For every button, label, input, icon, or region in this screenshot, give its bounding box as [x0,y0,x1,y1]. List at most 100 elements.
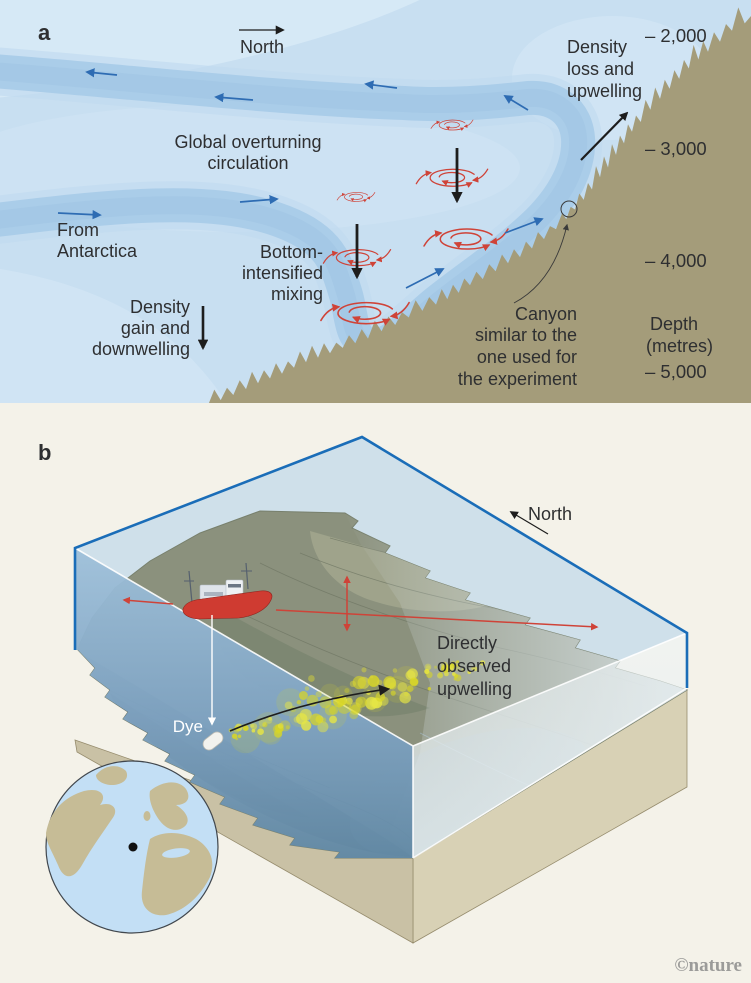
dye-dot [337,700,352,714]
dye-dot [344,688,350,694]
dye-dot [425,665,431,670]
dye-dot [315,691,322,698]
svg-text:Antarctica: Antarctica [57,241,138,261]
depth-axis-title: Depth [650,314,698,334]
dye-dot [424,663,432,671]
panel-b-figure: b North Directly observed upwelling Dye … [0,403,751,983]
globe-north-america [46,789,116,877]
circulation-ribbon [0,47,603,370]
continental-slope [208,7,751,403]
svg-text:From: From [57,220,99,240]
survey-transect-line [275,609,599,631]
dye-dot [397,682,408,692]
svg-text:Density: Density [130,297,190,317]
dye-dot [406,685,414,693]
dye-dot [449,661,458,669]
svg-text:Density: Density [567,37,627,57]
depth-axis-title: (metres) [646,336,713,356]
depth-tick: – 3,000 [645,138,707,159]
dye-dot [427,686,432,691]
density-loss-label: Density loss and upwelling [567,37,642,101]
north-label: North [240,37,284,57]
upwelling-arrow-icon [580,111,629,161]
panel-a-figure: a North Global overturning circulation F… [0,0,751,403]
svg-text:one used for: one used for [477,347,577,367]
dye-dot [392,668,398,673]
svg-text:Bottom-: Bottom- [260,242,323,262]
svg-text:similar to the: similar to the [475,325,577,345]
dye-dot [467,670,471,674]
dye-dot [262,721,268,728]
svg-text:Canyon: Canyon [515,304,577,324]
dye-dot [310,713,322,726]
dye-dot [237,734,242,739]
flow-arrow-icon [504,217,544,234]
dye-dot [329,705,339,715]
globe-greenland [96,766,128,785]
light-water-band-bottom [0,268,227,403]
dye-label: Dye [173,717,203,736]
dye-dot [352,675,366,690]
dye-dot [470,667,473,670]
dye-dot [424,668,430,675]
dye-dot [329,715,338,724]
panel-b-label: b [38,440,51,465]
upwelling-path-arrow [229,684,391,732]
flow-arrow-icon [85,68,118,78]
svg-text:upwelling: upwelling [437,679,512,699]
dye-dot [274,729,283,738]
svg-text:mixing: mixing [271,284,323,304]
svg-text:the experiment: the experiment [458,369,577,389]
panel-a-label: a [38,20,51,45]
flow-arrow-icon [364,80,398,90]
flow-arrow-icon [503,95,529,111]
globe-britain [143,811,151,821]
svg-text:observed: observed [437,656,511,676]
depth-axis: – 2,000 – 3,000 – 4,000 Depth (metres) –… [645,25,713,382]
dye-dot [258,719,267,727]
dye-dot [436,672,444,679]
north-label: North [528,504,572,524]
dye-dot [299,708,312,721]
dye-dot [454,664,461,671]
canyon-note-label: Canyon similar to the one used for the e… [458,304,577,389]
dye-dot [438,672,443,678]
dye-dot [285,725,290,730]
dye-dot [242,725,249,732]
dye-dot [349,710,359,720]
dye-dot [461,668,466,673]
dye-dot [268,716,273,721]
dye-dot [320,717,327,723]
dye-dot [317,721,329,733]
canyon-circle-icon [560,200,578,218]
depth-tick: – 5,000 [645,361,707,382]
dye-dot [232,733,238,739]
north-arrow-icon [509,511,549,535]
dye-dot [434,665,438,669]
depth-tick: – 4,000 [645,250,707,271]
dye-dot [407,668,418,680]
dye-dot [384,677,397,690]
flow-arrow-icon [405,268,445,289]
dye-dot [284,701,293,710]
water-left-face [75,548,413,858]
flow-arrow-icon [239,194,279,205]
density-gain-label: Density gain and downwelling [92,297,190,359]
dye-dot [390,690,396,696]
from-antarctica-label: From Antarctica [57,220,138,261]
dye-dot [399,691,411,704]
dye-dot [259,725,262,729]
dye-dot [456,664,459,667]
bottom-mixing-label: Bottom- intensified mixing [242,242,323,304]
svg-text:Global overturning: Global overturning [174,132,321,152]
dye-dot [249,723,254,728]
global-overturning-label: Global overturning circulation [174,132,321,173]
flow-arrow-icon [214,92,254,103]
dye-dot [452,672,456,676]
dye-dot [277,723,284,729]
svg-text:downwelling: downwelling [92,339,190,359]
dye-dot [376,679,383,686]
dye-dot [349,680,357,688]
dye-dot [257,728,264,736]
